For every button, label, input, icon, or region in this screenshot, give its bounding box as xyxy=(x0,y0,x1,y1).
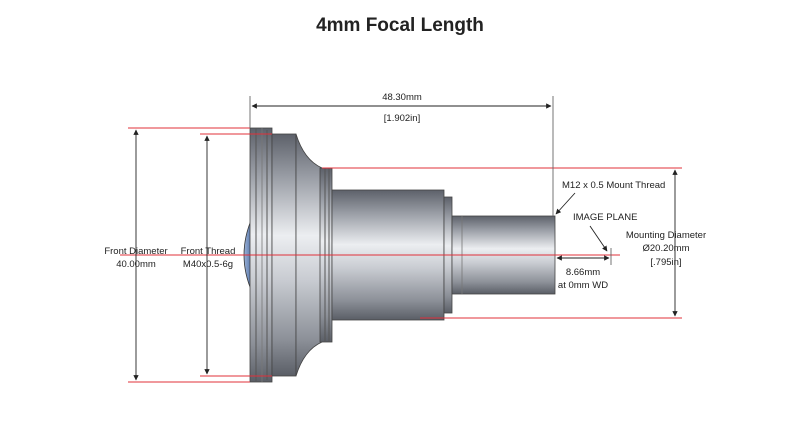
front-thread-value: M40x0.5-6g xyxy=(183,259,233,270)
working-distance-note: at 0mm WD xyxy=(558,280,608,291)
mounting-diameter-value: Ø20.20mm xyxy=(643,243,690,254)
front-thread-label: Front Thread xyxy=(181,246,236,257)
diagram-title: 4mm Focal Length xyxy=(316,15,484,36)
mount-thread-leader xyxy=(555,192,576,215)
working-distance-value: 8.66mm xyxy=(566,267,600,278)
mounting-diameter-in: [.795in] xyxy=(650,257,681,268)
overall-length-mm: 48.30mm xyxy=(382,92,422,103)
overall-length-in: [1.902in] xyxy=(384,113,420,124)
mount-thread-label: M12 x 0.5 Mount Thread xyxy=(562,180,665,191)
front-diameter-value: 40.00mm xyxy=(116,259,156,270)
image-plane-leader xyxy=(589,225,608,252)
front-diameter-label: Front Diameter xyxy=(104,246,167,257)
mounting-diameter-label: Mounting Diameter xyxy=(626,230,706,241)
dimension-lines xyxy=(120,127,682,383)
labels: 48.30mm [1.902in] Front Diameter 40.00mm… xyxy=(104,92,706,291)
image-plane-label: IMAGE PLANE xyxy=(573,212,637,223)
dimension-arrows xyxy=(133,96,678,381)
